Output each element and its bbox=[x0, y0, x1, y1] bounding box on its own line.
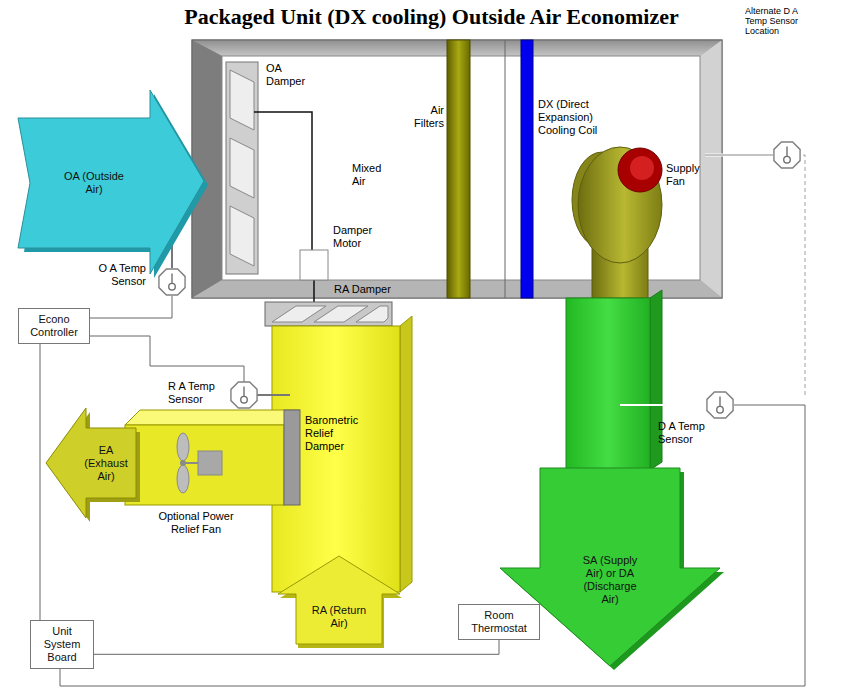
supply-duct bbox=[566, 290, 662, 470]
fan-motor bbox=[198, 451, 222, 475]
duct-side bbox=[400, 316, 412, 592]
section-divider bbox=[505, 40, 506, 298]
node-text-block: Room Thermostat bbox=[465, 609, 533, 635]
node-label: Econo Controller bbox=[25, 313, 83, 339]
motor-label: Damper Motor bbox=[333, 224, 379, 250]
damper-label: OA Damper bbox=[266, 62, 314, 88]
sensor-label: O A Temp Sensor bbox=[90, 262, 146, 288]
damper-blade bbox=[230, 70, 254, 130]
damper-blade bbox=[356, 306, 388, 322]
controller-box: Econo Controller bbox=[18, 308, 90, 344]
outside-air-arrow: OA (Outside Air) bbox=[18, 88, 210, 280]
fan-shaft bbox=[186, 462, 198, 464]
damper-label: Barometric Relief Damper bbox=[305, 414, 373, 453]
return-air-arrow: RA (Return Air) bbox=[278, 556, 404, 650]
sensor-probe bbox=[257, 394, 290, 396]
thermostat-box: Room Thermostat bbox=[458, 604, 540, 640]
duct-front bbox=[125, 425, 284, 505]
temp-sensor bbox=[159, 269, 185, 295]
sensor-label: D A Temp Sensor bbox=[658, 420, 716, 446]
fan-blade bbox=[177, 433, 189, 461]
arrow-body bbox=[46, 408, 136, 518]
node-text-block: SA (Supply Air) or DA (Discharge Air) bbox=[578, 554, 642, 606]
damper-motor bbox=[300, 250, 328, 280]
oa-damper bbox=[226, 62, 258, 274]
node-label: RA (Return Air) bbox=[307, 604, 371, 630]
sensor-probe bbox=[705, 155, 773, 156]
fan-hub bbox=[180, 460, 186, 466]
temp-sensor bbox=[774, 142, 800, 168]
housing-frame bbox=[192, 40, 722, 298]
node-label: Unit System Board bbox=[37, 625, 87, 664]
control-wire bbox=[60, 405, 805, 686]
node-text-block: Unit System Board bbox=[37, 625, 87, 664]
damper-frame bbox=[226, 62, 258, 274]
exhaust-duct bbox=[125, 410, 300, 505]
node-label: SA (Supply Air) or DA (Discharge Air) bbox=[578, 554, 642, 606]
duct-front bbox=[272, 326, 400, 592]
fan-scroll bbox=[578, 147, 662, 263]
outside-air-arrow-outline bbox=[18, 88, 210, 280]
return-duct bbox=[272, 316, 412, 592]
node-label: Room Thermostat bbox=[465, 609, 533, 635]
sensor-probe bbox=[620, 404, 706, 406]
node-label: EA (Exhaust Air) bbox=[77, 444, 135, 483]
alternate-wire bbox=[801, 155, 805, 395]
exhaust-air-arrow: EA (Exhaust Air) bbox=[46, 408, 142, 524]
system-board-box: Unit System Board bbox=[30, 620, 94, 669]
fan-hub-face bbox=[630, 156, 654, 180]
control-wire bbox=[88, 336, 244, 382]
sensor-label: R A Temp Sensor bbox=[168, 380, 226, 406]
barometric-damper bbox=[284, 410, 300, 505]
duct-top bbox=[125, 410, 300, 425]
damper-linkage bbox=[254, 112, 312, 250]
sensor-location-note: Alternate D A Temp Sensor Location bbox=[745, 6, 819, 36]
damper-label: RA Damper bbox=[334, 283, 414, 296]
unit-housing bbox=[192, 40, 722, 298]
arrow-body bbox=[18, 90, 204, 274]
sensor-probe bbox=[705, 154, 773, 157]
temp-sensor bbox=[231, 382, 257, 408]
fan-label: Optional Power Relief Fan bbox=[148, 510, 244, 536]
filter-label: Air Filters bbox=[402, 104, 444, 130]
damper-blade bbox=[230, 138, 254, 198]
damper-linkage bbox=[313, 280, 315, 302]
supply-air-arrow: SA (Supply Air) or DA (Discharge Air) bbox=[500, 468, 726, 672]
mixed-air-label: Mixed Air bbox=[352, 162, 394, 188]
supply-fan bbox=[572, 147, 662, 298]
node-text-block: RA (Return Air) bbox=[307, 604, 371, 630]
fan-hub bbox=[618, 148, 662, 192]
fan-blade bbox=[177, 465, 189, 493]
housing-outline bbox=[192, 40, 722, 298]
damper-frame bbox=[265, 302, 392, 326]
duct-front bbox=[566, 298, 650, 470]
housing-right-wall bbox=[700, 40, 722, 298]
arrow-body bbox=[278, 556, 400, 644]
return-air-arrow-outline bbox=[278, 556, 404, 650]
temp-sensor bbox=[707, 392, 733, 418]
diagram-title: Packaged Unit (DX cooling) Outside Air E… bbox=[0, 4, 863, 30]
cooling-coil bbox=[521, 40, 533, 298]
node-text-block: EA (Exhaust Air) bbox=[77, 444, 135, 483]
node-label: OA (Outside Air) bbox=[58, 170, 130, 196]
connector-group bbox=[40, 344, 499, 654]
ra-damper bbox=[265, 302, 392, 326]
coil-label: DX (Direct Expansion) Cooling Coil bbox=[538, 98, 602, 137]
control-wire bbox=[40, 344, 41, 620]
fan-label: Supply Fan bbox=[666, 162, 704, 188]
node-text-block: OA (Outside Air) bbox=[58, 170, 130, 196]
damper-blade bbox=[230, 206, 254, 266]
node-text-block: Econo Controller bbox=[25, 313, 83, 339]
air-filter bbox=[447, 40, 470, 298]
control-wire bbox=[88, 296, 172, 318]
